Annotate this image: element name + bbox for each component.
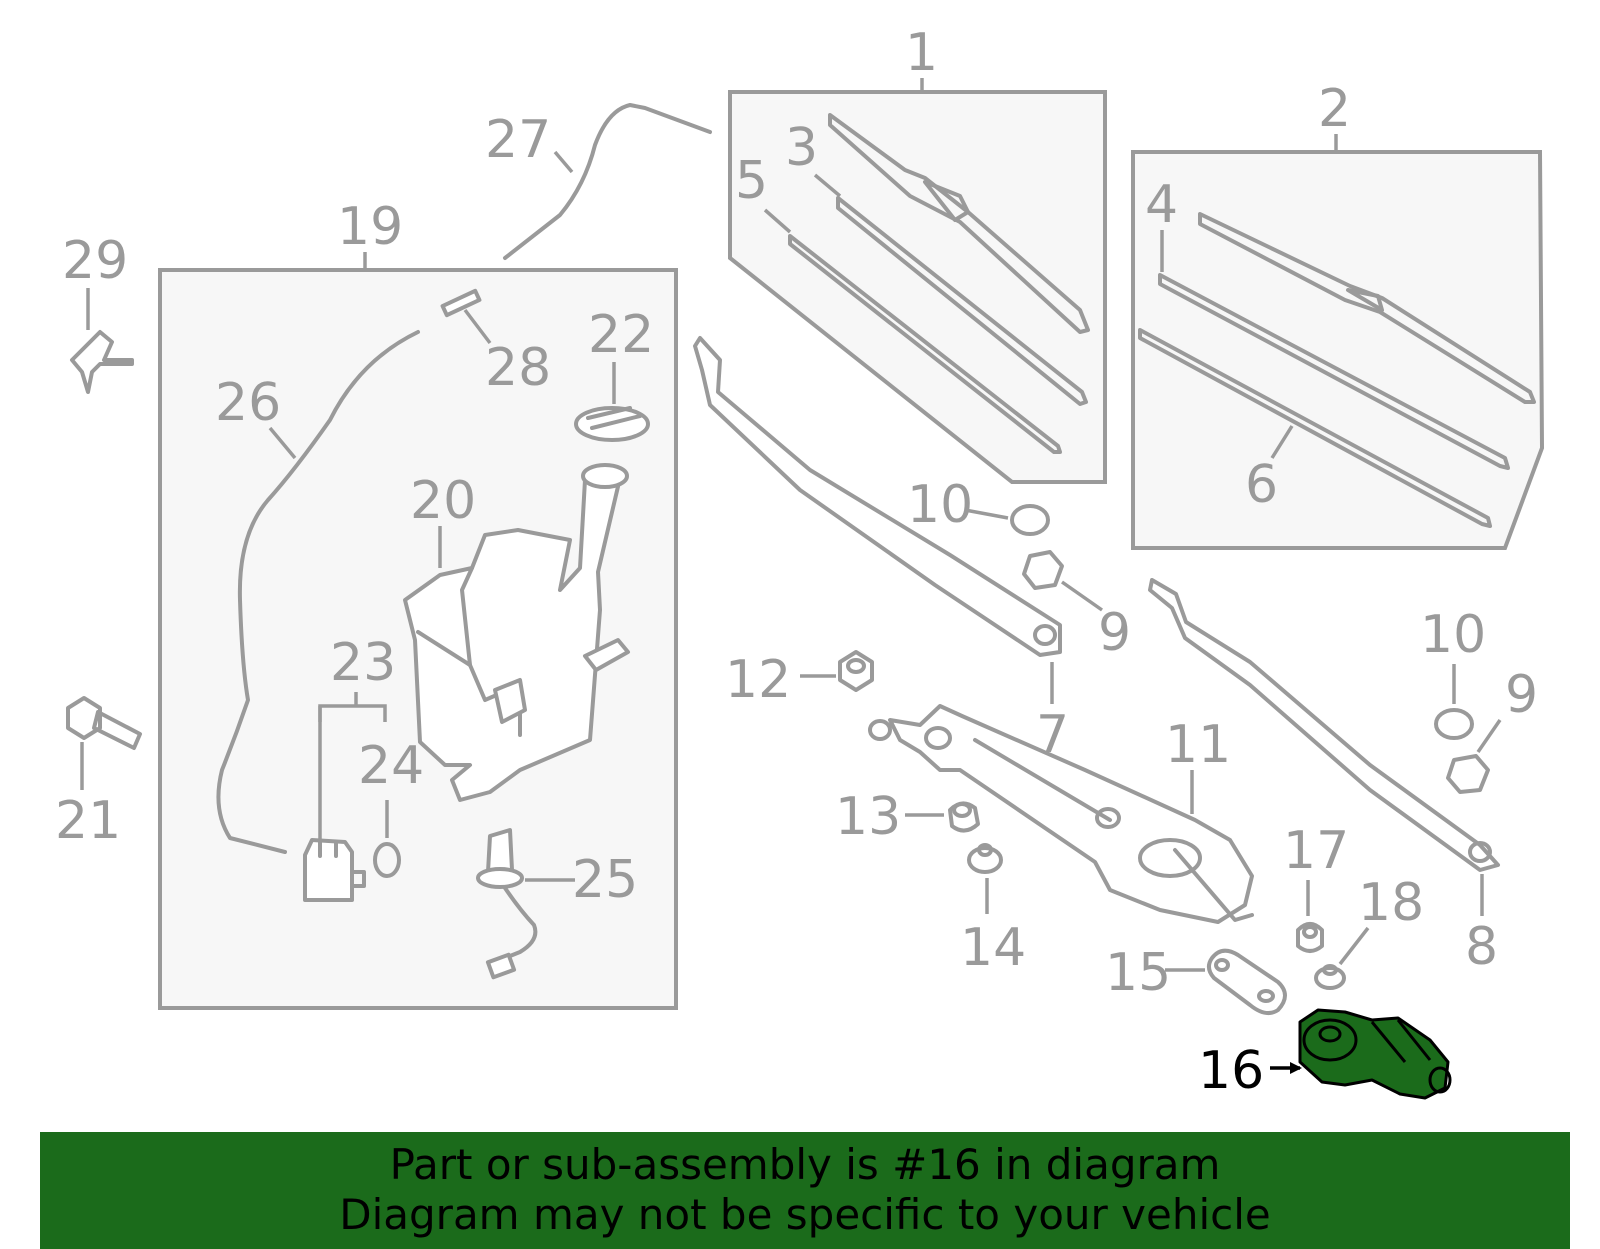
callout-24[interactable]: 24 (358, 736, 424, 796)
callout-27[interactable]: 27 (485, 110, 551, 170)
washer-pump-23[interactable] (303, 838, 366, 902)
washer-hose-26[interactable] (216, 330, 420, 854)
wiper-blade-2[interactable] (1198, 212, 1536, 404)
washer-hose-27[interactable] (503, 103, 712, 260)
callout-28[interactable]: 28 (485, 338, 551, 398)
callout-22[interactable]: 22 (588, 305, 654, 365)
leader-3 (813, 173, 842, 198)
callout-23[interactable]: 23 (330, 633, 396, 693)
leader-5 (763, 208, 792, 234)
callout-4[interactable]: 4 (1145, 175, 1178, 235)
wiper-linkage-11[interactable] (868, 704, 1254, 924)
callout-29[interactable]: 29 (62, 231, 128, 291)
blade-insert-6[interactable] (1138, 328, 1492, 528)
callout-9a[interactable]: 9 (1098, 603, 1131, 663)
wiper-blade-1[interactable] (828, 113, 1090, 334)
callout-1[interactable]: 1 (905, 23, 938, 83)
wiper-motor-16[interactable] (1298, 1008, 1452, 1100)
callout-15[interactable]: 15 (1105, 943, 1171, 1003)
blade-insert-4[interactable] (1158, 273, 1510, 470)
callout-25[interactable]: 25 (572, 850, 638, 910)
leader-6 (1270, 425, 1294, 459)
grommet-17[interactable] (1296, 922, 1324, 953)
wiper-arm-7[interactable] (693, 336, 1062, 657)
callout-3[interactable]: 3 (785, 118, 818, 178)
callout-16[interactable]: 16 (1198, 1041, 1264, 1101)
bracket-15[interactable] (1207, 948, 1287, 1016)
callout-2[interactable]: 2 (1318, 79, 1351, 139)
grommet-14[interactable] (967, 843, 1003, 874)
callout-9b[interactable]: 9 (1505, 665, 1538, 725)
leader-18 (1338, 926, 1370, 966)
leader-28 (463, 308, 492, 345)
blade-insert-3[interactable] (836, 196, 1088, 406)
callout-19[interactable]: 19 (337, 197, 403, 257)
callout-21[interactable]: 21 (55, 791, 121, 851)
washer-reservoir-20[interactable] (403, 463, 630, 802)
callout-8[interactable]: 8 (1465, 917, 1498, 977)
info-banner: Part or sub-assembly is #16 in diagram D… (40, 1132, 1570, 1249)
nut-9a[interactable] (1022, 550, 1064, 590)
group-box-blade-1 (728, 90, 1107, 484)
banner-line-1: Part or sub-assembly is #16 in diagram (389, 1140, 1221, 1189)
callout-12[interactable]: 12 (725, 650, 791, 710)
leader-27 (553, 150, 574, 174)
nut-9b[interactable] (1446, 754, 1490, 794)
callout-10b[interactable]: 10 (1420, 605, 1486, 665)
clip-29[interactable] (70, 330, 134, 394)
callout-6[interactable]: 6 (1245, 455, 1278, 515)
leader-26 (268, 426, 297, 460)
hose-clip-28[interactable] (440, 288, 482, 318)
callout-5[interactable]: 5 (735, 151, 768, 211)
group-box-blade-2 (1131, 150, 1545, 550)
callout-11[interactable]: 11 (1165, 715, 1231, 775)
bushing-13[interactable] (948, 801, 980, 833)
callout-18[interactable]: 18 (1358, 873, 1424, 933)
nut-12[interactable] (838, 650, 874, 692)
callout-26[interactable]: 26 (215, 373, 281, 433)
level-sensor-25[interactable] (476, 828, 538, 980)
callout-17[interactable]: 17 (1283, 821, 1349, 881)
leader-10a (964, 508, 1009, 520)
o-ring-24[interactable] (373, 842, 401, 878)
callout-13[interactable]: 13 (835, 787, 901, 847)
reservoir-cap-22[interactable] (574, 406, 650, 442)
collar-18[interactable] (1314, 964, 1346, 990)
wiper-arm-8[interactable] (1148, 578, 1500, 872)
leader-9a (1060, 580, 1104, 612)
callout-10a[interactable]: 10 (907, 475, 973, 535)
leader-9b (1476, 719, 1502, 753)
banner-line-2: Diagram may not be specific to your vehi… (339, 1190, 1271, 1239)
blade-insert-5[interactable] (788, 234, 1062, 454)
nut-cap-10b[interactable] (1434, 708, 1474, 740)
callout-14[interactable]: 14 (960, 918, 1026, 978)
arrow-16 (1290, 1062, 1302, 1074)
bolt-21[interactable] (66, 696, 142, 750)
callout-20[interactable]: 20 (410, 471, 476, 531)
nut-cap-10a[interactable] (1010, 504, 1050, 536)
